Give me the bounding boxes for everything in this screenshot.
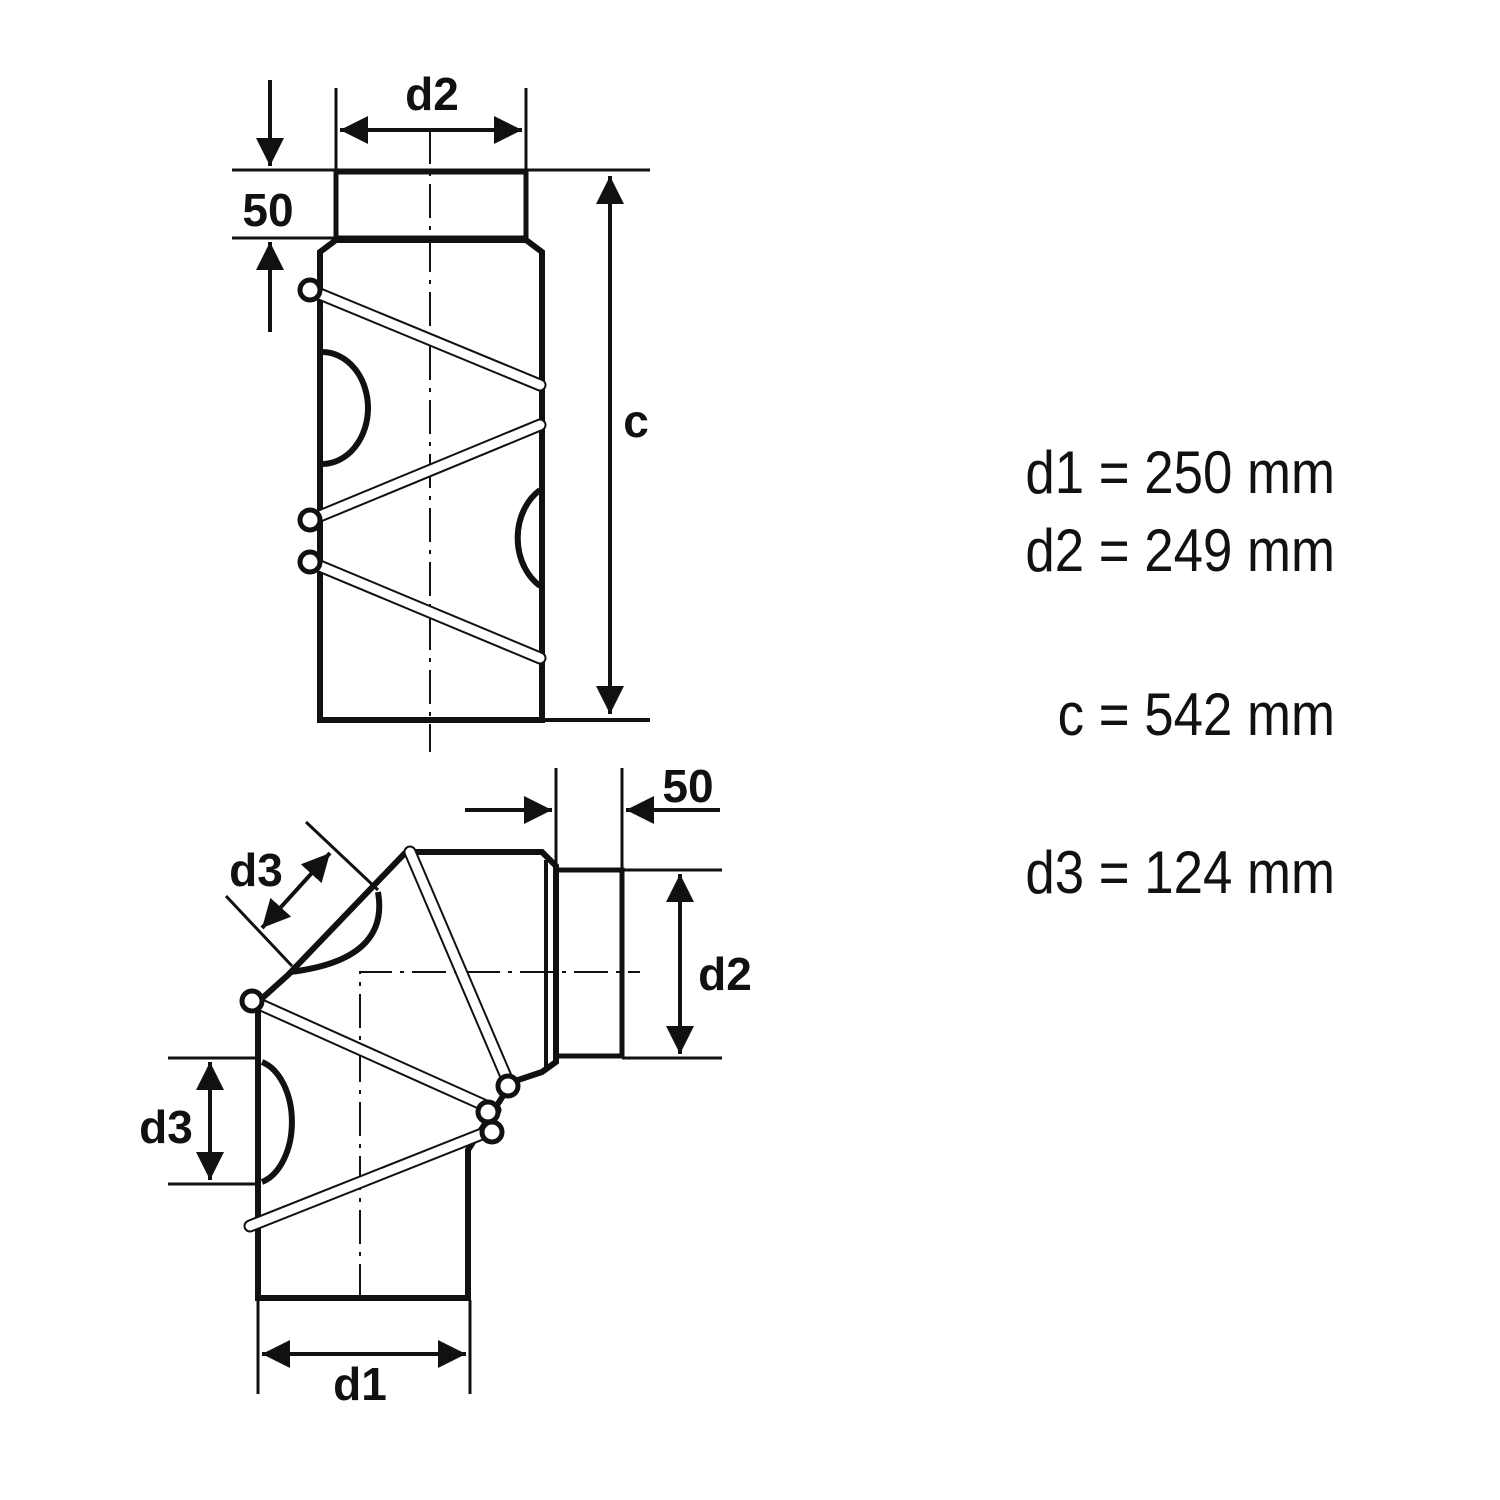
elbow-opening-top (289, 891, 383, 975)
rivet (479, 1119, 505, 1145)
label-d2-top: d2 (405, 68, 459, 120)
elbow-opening-left (260, 1059, 295, 1185)
elbow-view (168, 768, 722, 1394)
rivet (239, 988, 265, 1014)
spec-d1-value: 250 mm (1144, 439, 1335, 506)
spec-d3: d3 = 124 mm (1025, 839, 1335, 906)
label-d2-elbow: d2 (698, 948, 752, 1000)
side-opening-right (514, 487, 542, 589)
spec-c: c = 542 mm (1057, 681, 1335, 748)
label-d1: d1 (333, 1358, 387, 1410)
spec-d2-value: 249 mm (1144, 517, 1335, 584)
spec-d3-value: 124 mm (1144, 839, 1335, 906)
elbow-collar (553, 867, 625, 1059)
spec-d1: d1 = 250 mm (1025, 439, 1335, 506)
rivet (495, 1073, 521, 1099)
spec-d1-label: d1 (1025, 439, 1085, 506)
dim-d3-diagonal (260, 851, 332, 930)
side-opening-left (321, 349, 371, 467)
spec-c-value: 542 mm (1144, 681, 1335, 748)
spec-d2-label: d2 (1025, 517, 1085, 584)
label-d3-left: d3 (139, 1101, 193, 1153)
label-50-top: 50 (242, 184, 293, 236)
rivet (297, 549, 323, 575)
spec-d3-label: d3 (1025, 839, 1085, 906)
spec-d2: d2 = 249 mm (1025, 517, 1335, 584)
label-c: c (623, 395, 649, 447)
label-d3-diagonal: d3 (229, 844, 283, 896)
rivet (297, 507, 323, 533)
spec-c-label: c (1057, 681, 1085, 748)
label-50-elbow: 50 (662, 760, 713, 812)
straight-pipe-view (232, 80, 650, 752)
rivet (297, 277, 323, 303)
rivet (475, 1099, 501, 1125)
